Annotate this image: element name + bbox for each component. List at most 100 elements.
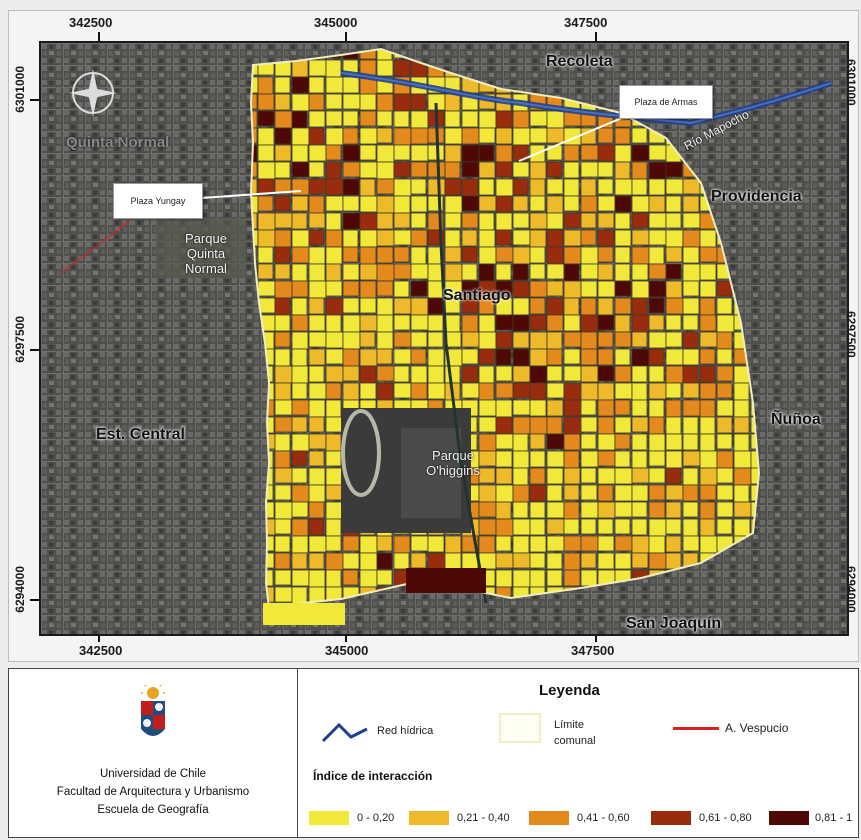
block-cell — [597, 484, 614, 502]
block-cell — [251, 110, 258, 129]
block-cell — [291, 535, 309, 554]
block-cell — [699, 535, 718, 554]
block-cell — [665, 161, 683, 178]
block-cell — [359, 280, 377, 299]
block-cell — [410, 110, 429, 129]
block-cell — [308, 93, 325, 111]
legend-class-4: 0,61 - 0,80 — [699, 812, 752, 824]
block-cell — [682, 229, 701, 248]
block-cell — [359, 178, 376, 197]
block-cell — [308, 144, 327, 162]
block-cell — [291, 127, 310, 146]
block-cell — [410, 263, 429, 280]
block-cell — [563, 280, 582, 299]
block-cell — [393, 297, 412, 315]
block-cell — [291, 314, 309, 332]
block-cell — [512, 416, 531, 435]
block-cell — [274, 348, 291, 367]
block-cell — [665, 297, 684, 315]
block-cell — [308, 433, 327, 450]
block-cell — [665, 450, 683, 469]
block-cell — [699, 433, 716, 452]
block-cell — [699, 314, 717, 332]
block-cell — [580, 501, 599, 519]
block-cell — [682, 501, 699, 518]
block-cell — [495, 399, 513, 418]
block-cell — [563, 399, 582, 417]
block-cell — [512, 280, 530, 298]
block-cell — [325, 263, 342, 282]
block-cell — [291, 246, 310, 264]
block-cell — [682, 467, 699, 486]
block-cell — [665, 382, 682, 399]
block-cell — [376, 110, 393, 127]
block-cell — [495, 501, 512, 520]
block-cell — [461, 178, 479, 197]
coord-top-342500: 342500 — [69, 15, 113, 30]
legend-vespucio: A. Vespucio — [725, 721, 789, 735]
block-cell — [461, 314, 479, 333]
block-cell — [563, 263, 580, 282]
block-cell — [444, 127, 463, 145]
block-cell — [580, 314, 599, 333]
block-cell — [444, 212, 462, 229]
block-cell — [478, 195, 497, 212]
block-cell — [648, 161, 667, 180]
block-cell — [546, 365, 563, 382]
swatch-class-1 — [309, 811, 349, 825]
block-cell — [478, 382, 495, 401]
block-cell — [512, 161, 530, 178]
block-cell — [716, 399, 734, 417]
block-cell — [257, 161, 276, 180]
block-cell — [325, 246, 343, 265]
block-cell — [597, 535, 615, 552]
block-cell — [393, 263, 412, 280]
block-cell — [716, 331, 733, 350]
coord-left-6301000: 6301000 — [13, 66, 27, 113]
block-cell — [614, 161, 631, 180]
block-cell — [376, 314, 394, 333]
vespucio-line-icon — [673, 727, 719, 730]
block-cell — [325, 110, 343, 127]
block-cell — [251, 212, 258, 230]
legend-limite-2: comunal — [554, 735, 596, 747]
block-cell — [291, 59, 309, 78]
block-cell — [325, 59, 342, 78]
block-cell — [699, 382, 717, 400]
block-cell — [716, 501, 734, 518]
block-cell — [699, 518, 716, 537]
block-cell — [614, 433, 631, 450]
block-cell — [682, 246, 700, 264]
block-cell — [597, 399, 615, 417]
block-cell — [325, 297, 344, 316]
block-cell — [648, 484, 666, 501]
block-cell — [308, 110, 326, 128]
block-cell — [495, 280, 513, 298]
block-cell — [546, 416, 563, 435]
block-cell — [495, 416, 513, 435]
block-cell — [512, 110, 530, 129]
block-cell — [342, 178, 360, 196]
block-cell — [342, 93, 361, 110]
block-cell — [529, 229, 547, 248]
block-cell — [461, 552, 479, 570]
block-cell — [512, 297, 530, 316]
block-cell — [325, 450, 342, 467]
block-cell — [648, 229, 667, 246]
block-cell — [444, 93, 461, 112]
block-cell — [376, 246, 394, 264]
block-cell — [597, 314, 615, 331]
legend-red-hidrica: Red hídrica — [377, 725, 434, 737]
label-san-joaquin: San Joaquín — [626, 615, 722, 632]
block-cell — [461, 348, 479, 365]
block-cell — [665, 246, 683, 263]
block-cell — [716, 416, 733, 434]
block-cell — [291, 552, 308, 570]
block-cell — [546, 467, 564, 485]
block-cell — [325, 416, 344, 433]
block-cell — [716, 433, 733, 450]
block-cell — [546, 433, 565, 450]
block-cell — [444, 110, 461, 128]
block-cell — [546, 314, 564, 332]
block-cell — [291, 586, 308, 605]
